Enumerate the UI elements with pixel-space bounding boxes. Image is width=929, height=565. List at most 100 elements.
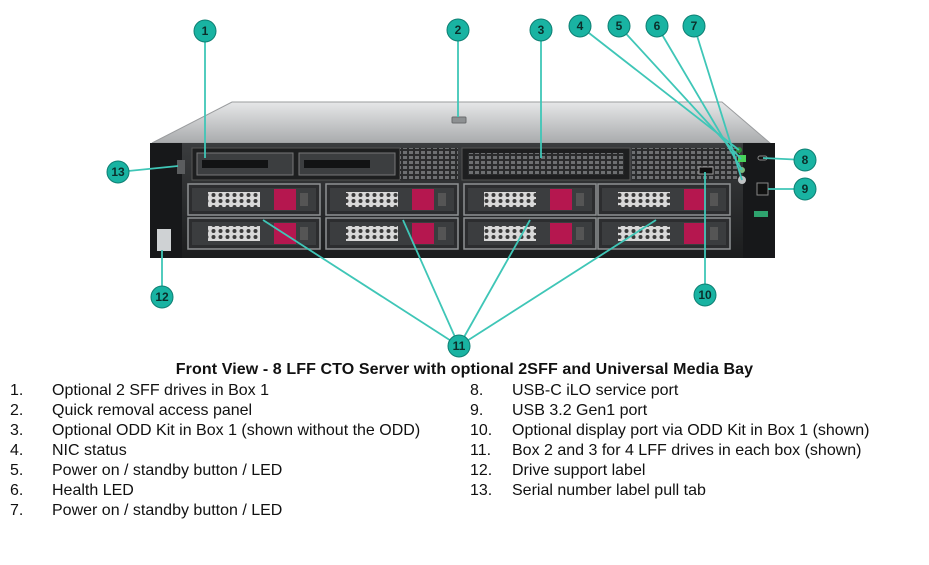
legend-item: 6. Health LED [10,481,450,501]
leader-line [656,25,743,171]
callout-9: 9 [793,177,817,201]
callout-number: 6 [654,19,661,33]
legend-item-number: 1. [10,382,24,399]
lff-drive-carrier [187,183,321,216]
legend-item: 3. Optional ODD Kit in Box 1 (shown witho… [10,421,450,441]
legend-item-number: 12. [470,462,493,479]
legend-item-text: Box 2 and 3 for 4 LFF drives in each box… [512,442,862,459]
legend-item-number: 9. [470,402,484,419]
drive-release-latch [684,223,706,244]
leader-line [458,219,531,347]
lff-drive-carrier [187,217,321,250]
callout-7: 7 [682,14,706,38]
leader-line [458,219,657,347]
legend-item-number: 4. [10,442,24,459]
leader-line [262,219,460,347]
display-port [698,166,714,175]
legend-item-number: 6. [10,482,24,499]
legend-item: 12. Drive support label [470,461,920,481]
callout-5: 5 [607,14,631,38]
legend-item: 2. Quick removal access panel [10,401,450,421]
legend-item-text: Power on / standby button / LED [52,502,283,519]
leader-line [618,25,742,160]
power-button [738,155,746,162]
callout-13: 13 [106,160,130,184]
callout-3: 3 [529,18,553,42]
legend-item-number: 7. [10,502,24,519]
legend-item-text: USB 3.2 Gen1 port [512,402,648,419]
legend-item-text: Drive support label [512,462,646,479]
drive-release-latch [412,223,434,244]
legend-item-number: 5. [10,462,24,479]
callout-11: 11 [447,334,471,358]
callout-4: 4 [568,14,592,38]
drive-release-latch [550,223,572,244]
callout-number: 2 [455,23,462,37]
rack-ear-label [754,211,768,217]
usb-port [756,182,769,196]
callout-number: 13 [111,165,125,179]
legend-item: 13. Serial number label pull tab [470,481,920,501]
lff-drive-carrier [463,217,597,250]
leader-line [693,25,743,181]
legend-item: 8. USB-C iLO service port [470,381,920,401]
callout-number: 8 [802,153,809,167]
legend-item-text: Optional 2 SFF drives in Box 1 [52,382,269,399]
callout-number: 7 [691,19,698,33]
legend-item: 5. Power on / standby button / LED [10,461,450,481]
callout-number: 5 [616,19,623,33]
legend-item: 10. Optional display port via ODD Kit in … [470,421,920,441]
serial-pull-tab [177,160,185,174]
legend-item-text: Quick removal access panel [52,402,253,419]
legend-item-text: Optional ODD Kit in Box 1 (shown without… [52,422,421,439]
lff-drive-carrier [597,183,731,216]
callout-10: 10 [693,283,717,307]
access-panel-latch [451,116,467,124]
callout-number: 12 [155,290,169,304]
callout-6: 6 [645,14,669,38]
legend-item: 11. Box 2 and 3 for 4 LFF drives in each … [470,441,920,461]
legend-right-column: 8. USB-C iLO service port 9. USB 3.2 Gen1 p… [470,381,920,501]
callout-number: 3 [538,23,545,37]
legend-item-number: 11. [470,442,492,459]
legend-item: 7. Power on / standby button / LED [10,501,450,521]
legend-item-text: Power on / standby button / LED [52,462,283,479]
rack-ear-right [743,143,775,258]
legend-item-text: USB-C iLO service port [512,382,679,399]
callout-number: 4 [577,19,584,33]
callout-8: 8 [793,148,817,172]
legend-item-text: Serial number label pull tab [512,482,706,499]
legend-item-number: 2. [10,402,24,419]
legend-item: 1. Optional 2 SFF drives in Box 1 [10,381,450,401]
drive-release-latch [550,189,572,210]
legend-item-number: 3. [10,422,24,439]
lff-drive-carrier [325,217,459,250]
callout-number: 9 [802,182,809,196]
legend-left-column: 1. Optional 2 SFF drives in Box 1 2. Quick … [10,381,450,521]
legend-item-text: Optional display port via ODD Kit in Box… [512,422,870,439]
legend-item: 9. USB 3.2 Gen1 port [470,401,920,421]
callout-number: 1 [202,24,209,38]
callout-12: 12 [150,285,174,309]
legend-item-text: NIC status [52,442,127,459]
leader-line [579,25,740,151]
lff-drive-carrier [463,183,597,216]
drive-support-label [157,229,171,251]
figure-title: Front View - 8 LFF CTO Server with optio… [175,361,754,378]
lff-drive-carrier [325,183,459,216]
legend-item-number: 10. [470,422,493,439]
legend-item-number: 13. [470,482,493,499]
drive-release-latch [412,189,434,210]
callout-number: 10 [698,288,712,302]
leader-line [402,219,460,347]
callout-number: 11 [453,339,466,353]
legend-item-number: 8. [470,382,484,399]
callout-1: 1 [193,19,217,43]
callout-2: 2 [446,18,470,42]
drive-release-latch [684,189,706,210]
legend-item-text: Health LED [52,482,134,499]
drive-release-latch [274,189,296,210]
